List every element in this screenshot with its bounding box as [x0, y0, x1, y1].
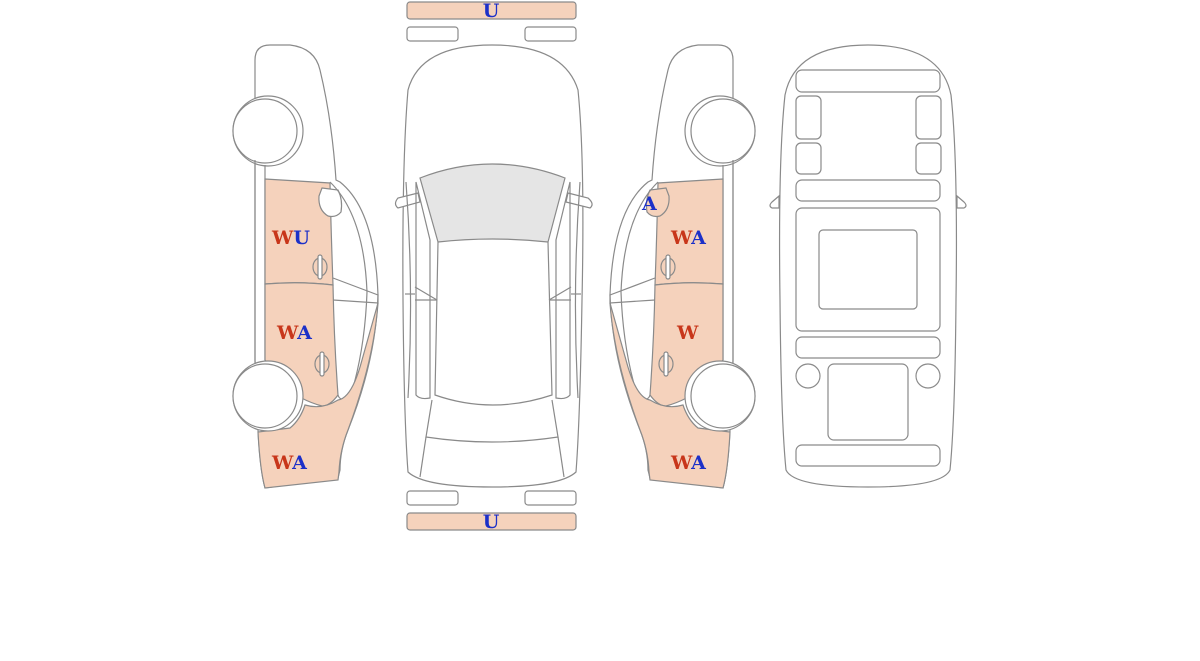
left-taillight	[406, 490, 459, 506]
left-front-door-handle	[312, 254, 328, 280]
left-rear-door-handle	[314, 351, 330, 377]
top-view: U U	[394, 0, 593, 533]
underside-view	[769, 44, 967, 488]
left-rear-quarter-label: WA	[271, 452, 307, 474]
left-headlight	[406, 26, 459, 42]
windshield	[419, 163, 566, 243]
left-front-wheel	[232, 98, 298, 164]
left-rear-wheel	[232, 363, 298, 429]
front-bumper-label: U	[483, 0, 500, 22]
right-front-wheel	[690, 98, 756, 164]
left-front-door-label: WU	[271, 227, 310, 249]
right-mirror[interactable]	[645, 187, 670, 218]
rear-bumper[interactable]	[406, 512, 577, 531]
right-rear-quarter-label: WA	[670, 452, 706, 474]
rear-bumper-label: U	[483, 511, 500, 533]
left-mirror[interactable]	[318, 187, 343, 218]
left-side-view: WU WA WA	[232, 44, 379, 489]
left-rear-quarter-panel[interactable]	[257, 302, 379, 489]
top-body-outline	[402, 44, 584, 488]
right-rear-wheel	[690, 363, 756, 429]
right-side-view	[609, 44, 756, 489]
front-bumper[interactable]	[406, 1, 577, 20]
right-headlight	[524, 26, 577, 42]
right-mirror-label: A	[641, 193, 657, 215]
right-rear-door-label: W	[676, 322, 699, 344]
underside-rear-bar	[795, 444, 941, 467]
right-rear-quarter-panel[interactable]	[609, 302, 731, 489]
underside-front-bar	[795, 69, 941, 93]
left-rear-door-label: WA	[276, 322, 312, 344]
right-rear-door-handle	[658, 351, 674, 377]
right-front-door-label: WA	[670, 227, 706, 249]
right-front-door-handle	[660, 254, 676, 280]
right-taillight	[524, 490, 577, 506]
